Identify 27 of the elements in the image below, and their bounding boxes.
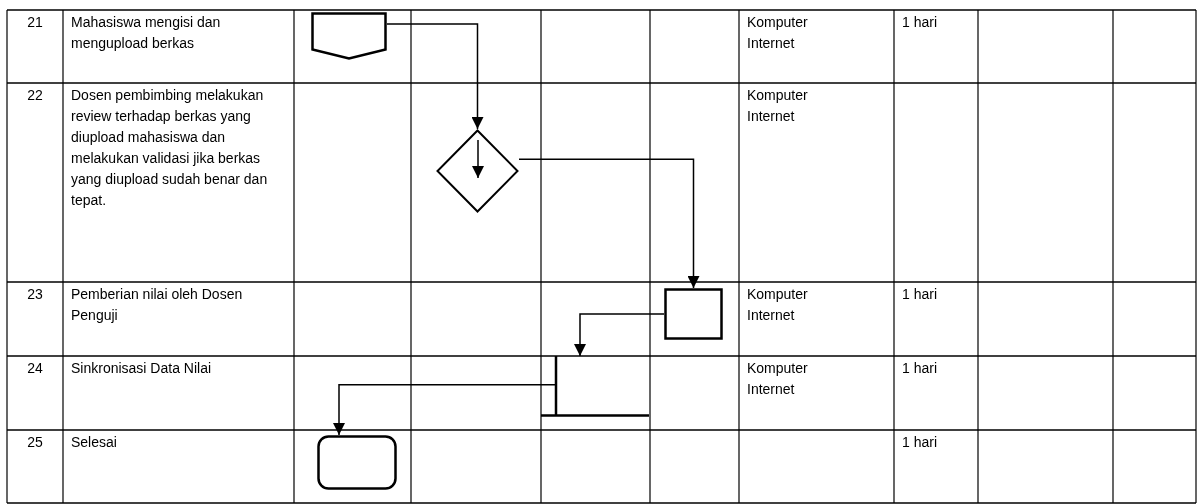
- duration-text: 1 hari: [902, 13, 938, 32]
- duration-text: 1 hari: [902, 285, 938, 304]
- arrow: [386, 23, 484, 130]
- row-number: 24: [26, 359, 44, 378]
- offpage-connector: [311, 12, 387, 60]
- activity-text: Selesai: [71, 433, 117, 452]
- row-number: 25: [26, 433, 44, 452]
- bracket-shape: [541, 356, 649, 417]
- arrow: [333, 383, 557, 436]
- resource-text: Komputer Internet: [747, 285, 809, 325]
- resource-text: Komputer Internet: [747, 359, 809, 399]
- resource-text: Komputer Internet: [747, 86, 809, 126]
- activity-text: Mahasiswa mengisi dan mengupload berkas: [71, 13, 222, 53]
- arrow: [518, 158, 700, 289]
- process-box: [664, 288, 723, 340]
- row-number: 23: [26, 285, 44, 304]
- row-number: 22: [26, 86, 44, 105]
- activity-text: Dosen pembimbing melakukan review terhadap berkas yang diupload mahasiswa dan melakukan validasi jika berkas yang diupload sudah benar dan tepat.: [71, 86, 269, 210]
- resource-text: Komputer Internet: [747, 13, 809, 53]
- duration-text: 1 hari: [902, 359, 938, 378]
- duration-text: 1 hari: [902, 433, 938, 452]
- decision-diamond: [436, 129, 519, 213]
- row-number: 21: [26, 13, 44, 32]
- activity-text: Pemberian nilai oleh Dosen Penguji: [71, 285, 244, 325]
- activity-text: Sinkronisasi Data Nilai: [71, 359, 212, 378]
- arrow: [574, 313, 665, 357]
- terminator: [317, 435, 397, 490]
